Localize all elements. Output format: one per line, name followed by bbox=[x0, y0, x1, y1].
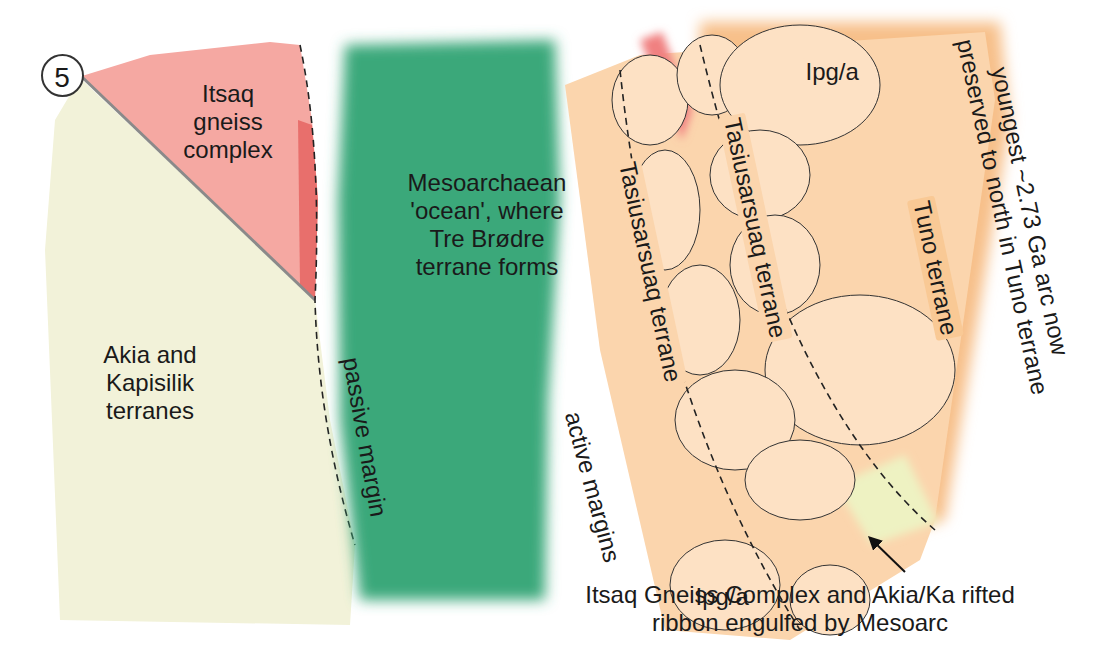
node-text: 5 bbox=[43, 56, 82, 99]
akia-region bbox=[45, 78, 355, 625]
itsaq-region bbox=[82, 42, 318, 300]
terrane-boundary bbox=[82, 77, 315, 300]
itsaq-edge bbox=[298, 120, 318, 300]
node-text: Mesoarchaean 'ocean', where Tre Brødre t… bbox=[392, 169, 582, 281]
region-label: Akia and Kapisilik terranes bbox=[80, 341, 220, 425]
node-text: Akia and Kapisilik terranes bbox=[80, 341, 220, 425]
callout-arrow bbox=[870, 538, 905, 572]
pluton-label: Ipg/a bbox=[803, 58, 862, 86]
suture-line bbox=[700, 45, 935, 530]
label-text: Itsaq Gneiss Complex and Akia/Ka rifted … bbox=[580, 581, 1020, 637]
node-text: Itsaq gneiss complex bbox=[173, 80, 283, 164]
callout-text: Itsaq Gneiss Complex and Akia/Ka rifted … bbox=[580, 581, 1020, 637]
node-text: Ipg/a bbox=[806, 58, 859, 86]
plutons bbox=[612, 25, 955, 635]
suture-line bbox=[620, 70, 800, 630]
callout-number: 5 bbox=[41, 54, 84, 97]
margin-label: active margins bbox=[558, 409, 625, 566]
region-label: Itsaq gneiss complex bbox=[173, 80, 283, 164]
region-label: Mesoarchaean 'ocean', where Tre Brødre t… bbox=[392, 169, 582, 281]
label-text: active margins bbox=[558, 409, 625, 566]
